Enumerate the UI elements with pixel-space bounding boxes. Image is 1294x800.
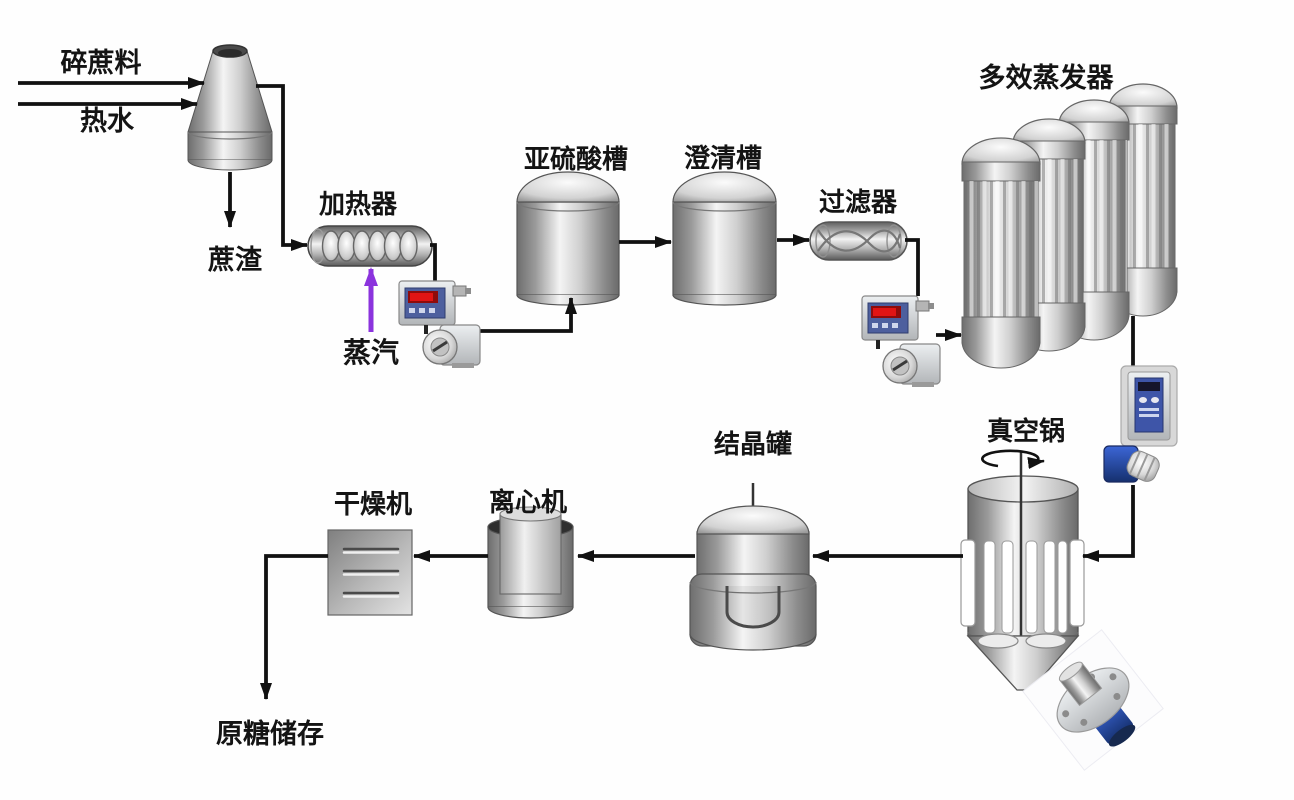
labels-layer: 碎蔗料 热水 蔗渣 加热器 蒸汽 亚硫酸槽 澄清槽 过滤器 多效蒸发器 真空锅 … <box>61 48 1115 750</box>
flow-lines <box>18 77 1135 700</box>
pump-3 <box>1103 445 1160 483</box>
flow-controller-1 <box>398 280 471 334</box>
label-heater: 加热器 <box>319 190 398 220</box>
rotation-arrow <box>981 449 1045 469</box>
control-panel <box>1120 365 1178 447</box>
crystallizer-tank <box>689 483 817 651</box>
label-filter: 过滤器 <box>819 188 898 218</box>
pump-1 <box>422 324 481 368</box>
vacuum-pan <box>960 452 1085 691</box>
dryer-grooves <box>342 547 400 598</box>
panel-display <box>1138 382 1160 391</box>
flange-device-photo <box>1022 629 1164 771</box>
sulfitation-tank <box>516 171 620 306</box>
centrifuge-machine <box>487 506 574 619</box>
label-crystallizer: 结晶罐 <box>714 429 792 460</box>
flow-to-vacuum-pan <box>1082 485 1135 562</box>
label-raw-sugar-storage: 原糖储存 <box>216 718 324 750</box>
label-steam: 蒸汽 <box>343 336 399 369</box>
equipment-layer <box>187 44 1178 691</box>
paddle-left <box>977 633 1019 649</box>
clarifier-tank <box>672 171 777 306</box>
flow-heater-to-meter <box>430 243 437 282</box>
crystallizer-inner-tube <box>725 586 781 629</box>
paddle-right <box>1025 633 1067 649</box>
label-dryer: 干燥机 <box>334 490 412 520</box>
label-bagasse: 蔗渣 <box>208 245 263 276</box>
flow-to-sulfitation-tank <box>478 297 577 333</box>
heater-coil-exchanger <box>307 225 433 267</box>
filter-vessel <box>809 221 908 261</box>
flow-to-heater <box>256 84 308 251</box>
extraction-vessel <box>187 44 273 171</box>
led-display <box>873 308 896 316</box>
led-display <box>410 293 433 301</box>
centrifuge-basket <box>499 513 562 595</box>
dryer-unit <box>327 529 413 616</box>
label-vacuum-pan: 真空锅 <box>987 416 1065 447</box>
instruments-layer <box>398 280 1178 771</box>
flow-controller-2 <box>861 295 934 349</box>
label-hot-water: 热水 <box>80 106 135 137</box>
pump-2 <box>882 343 941 387</box>
vacuum-pan-slats <box>960 539 1085 634</box>
heater-coils <box>321 230 418 262</box>
flow-to-storage <box>260 554 328 700</box>
label-centrifuge: 离心机 <box>489 487 567 518</box>
evaporator-column-1 <box>961 137 1041 369</box>
label-evaporator: 多效蒸发器 <box>979 62 1115 94</box>
filter-mesh <box>817 229 902 252</box>
label-sulfitation-tank: 亚硫酸槽 <box>524 144 628 175</box>
label-crushed-cane: 碎蔗料 <box>61 48 142 79</box>
label-clarifier: 澄清槽 <box>684 144 762 174</box>
flow-filter-to-meter <box>905 238 920 296</box>
